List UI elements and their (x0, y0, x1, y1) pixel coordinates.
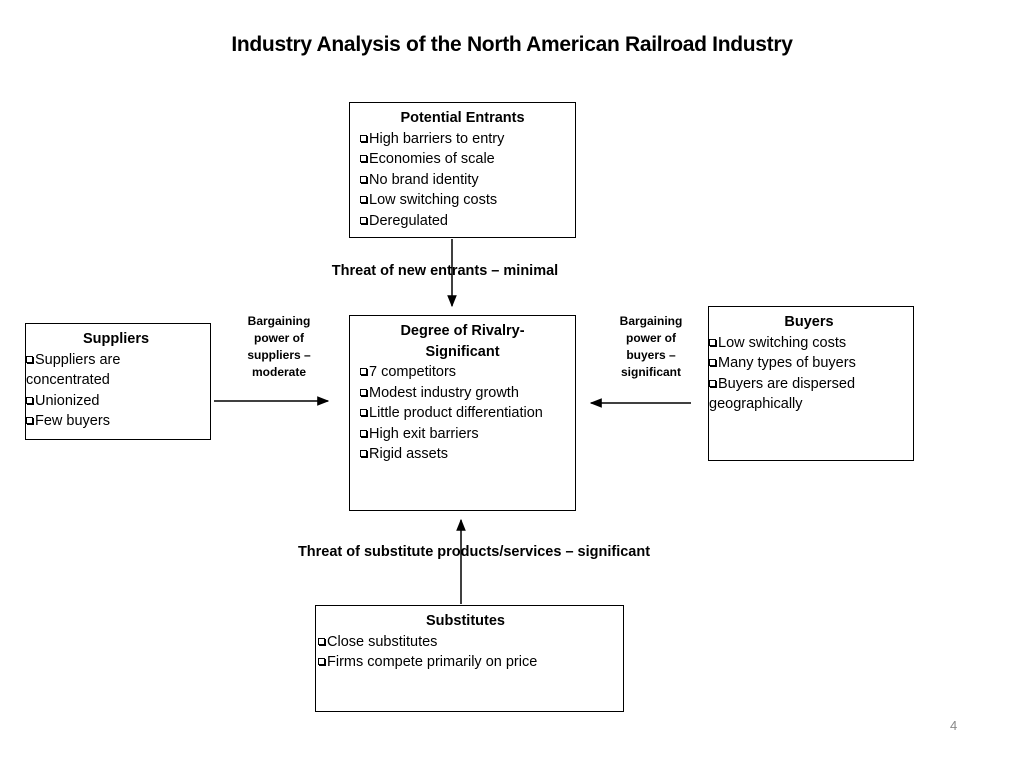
checkbox-bullet-icon (26, 417, 33, 424)
suppliers-list: Suppliers are concentrated Unionized Few… (26, 350, 206, 432)
list-item: Close substitutes (318, 632, 619, 653)
page-title: Industry Analysis of the North American … (231, 33, 793, 56)
list-item: Few buyers (26, 411, 206, 432)
substitutes-box: Substitutes Close substitutes Firms comp… (315, 605, 624, 712)
potential-entrants-box: Potential Entrants High barriers to entr… (349, 102, 576, 238)
checkbox-bullet-icon (360, 196, 367, 203)
checkbox-bullet-icon (360, 429, 367, 437)
buyers-box: Buyers Low switching costs Many types of… (708, 306, 914, 461)
potential-entrants-heading: Potential Entrants (400, 110, 525, 126)
checkbox-bullet-icon (709, 359, 716, 366)
supplier-power-label: Bargaining power of suppliers – moderate (247, 314, 311, 379)
checkbox-bullet-icon (360, 450, 367, 457)
list-item: High exit barriers (360, 424, 571, 445)
buyer-power-label: Bargaining power of buyers – significant (619, 314, 683, 379)
suppliers-heading: Suppliers (82, 331, 150, 347)
list-item: Economies of scale (360, 149, 571, 170)
list-item: No brand identity (360, 170, 571, 191)
rivalry-list: 7 competitors Modest industry growth Lit… (360, 362, 571, 465)
list-item: Low switching costs (360, 190, 571, 211)
list-item: Suppliers are concentrated (26, 351, 121, 388)
buyers-heading: Buyers (784, 314, 834, 330)
page-number: 4 (950, 718, 958, 733)
substitutes-heading: Substitutes (426, 613, 505, 629)
checkbox-bullet-icon (26, 355, 33, 363)
checkbox-bullet-icon (318, 658, 325, 665)
list-item: Many types of buyers (709, 353, 909, 374)
checkbox-bullet-icon (360, 368, 367, 375)
list-item: Rigid assets (360, 444, 571, 465)
checkbox-bullet-icon (360, 134, 367, 142)
buyers-list: Low switching costs Many types of buyers… (709, 333, 909, 415)
potential-entrants-list: High barriers to entry Economies of scal… (360, 129, 571, 232)
threat-substitutes-label: Threat of substitute products/services –… (297, 544, 651, 560)
checkbox-bullet-icon (26, 396, 33, 404)
list-item: Modest industry growth (360, 383, 571, 404)
substitutes-list: Close substitutes Firms compete primaril… (318, 632, 619, 673)
checkbox-bullet-icon (360, 409, 367, 416)
checkbox-bullet-icon (360, 216, 367, 224)
list-item: Buyers are dispersed geographically (709, 375, 856, 412)
checkbox-bullet-icon (360, 175, 367, 183)
threat-new-entrants-label: Threat of new entrants – minimal (331, 263, 559, 279)
list-item: Little product differentiation (360, 403, 571, 424)
checkbox-bullet-icon (318, 637, 325, 645)
list-item: Deregulated (360, 211, 571, 232)
list-item: Unionized (26, 391, 206, 412)
checkbox-bullet-icon (709, 338, 716, 346)
checkbox-bullet-icon (360, 388, 367, 396)
checkbox-bullet-icon (709, 379, 716, 387)
rivalry-box: Degree of Rivalry- Significant 7 competi… (349, 315, 576, 511)
list-item: High barriers to entry (360, 129, 571, 150)
rivalry-heading: Degree of Rivalry- Significant (400, 323, 525, 360)
list-item: Firms compete primarily on price (318, 652, 619, 673)
list-item: 7 competitors (360, 362, 571, 383)
suppliers-box: Suppliers Suppliers are concentrated Uni… (25, 323, 211, 440)
list-item: Low switching costs (709, 333, 909, 354)
checkbox-bullet-icon (360, 155, 367, 162)
